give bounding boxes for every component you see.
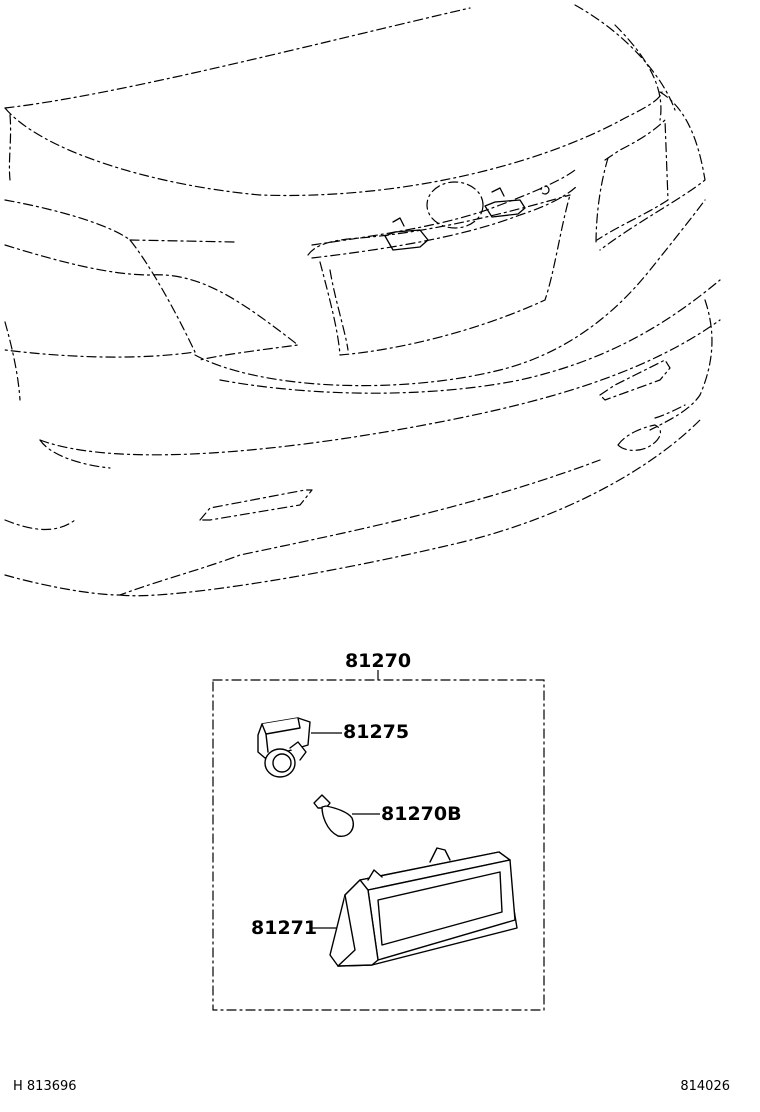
footer-right-ref: 814026 [680,1079,730,1094]
lens-label: 81271 [251,917,317,939]
socket-label: 81275 [343,721,409,743]
footer-left-ref: H 813696 [13,1079,77,1094]
bulb-label: 81270B [381,803,462,825]
car-rear-illustration [4,4,721,597]
bulb-part [313,794,354,837]
socket-part [257,717,311,778]
lens-part [329,847,518,967]
assembly-label: 81270 [345,650,411,672]
